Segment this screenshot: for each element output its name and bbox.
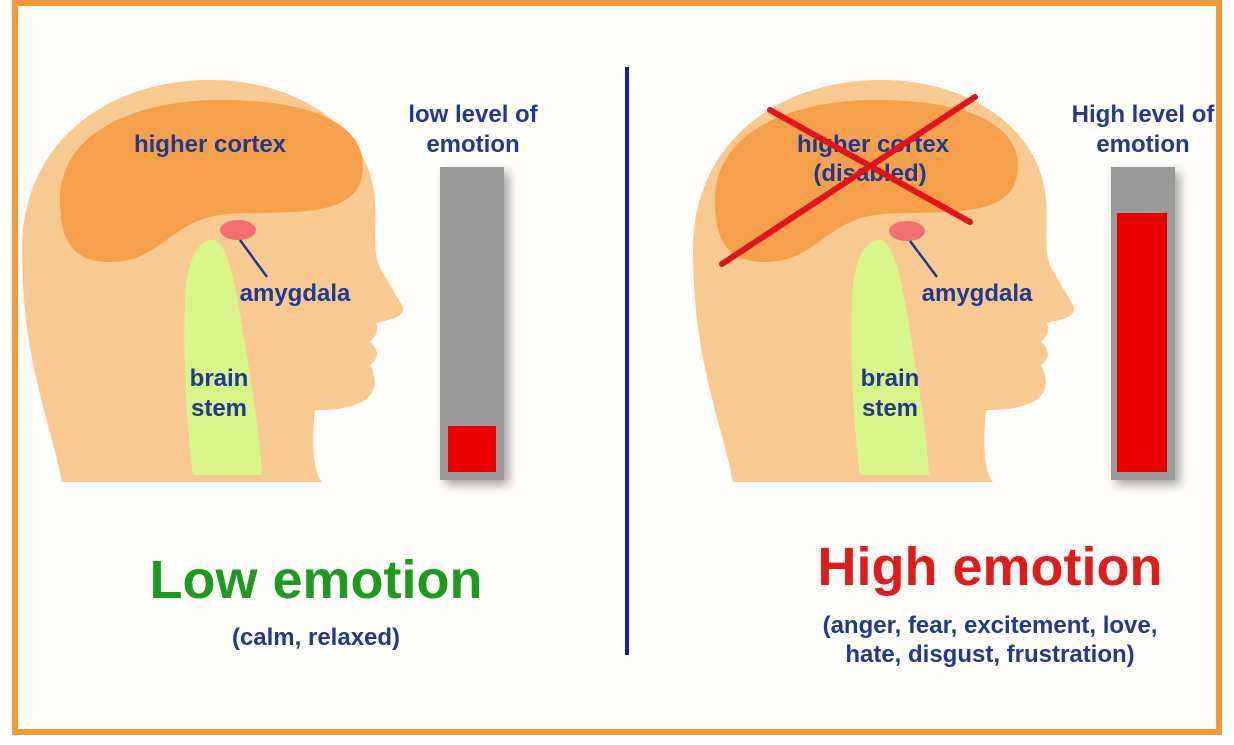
right-subheading-line2: hate, disgust, frustration): [845, 641, 1134, 668]
right-meter-title-line2: emotion: [1096, 131, 1189, 158]
right-meter-title-line1: High level of: [1072, 101, 1216, 128]
left-meter-title-line1: low level of: [408, 101, 538, 128]
right-subheading-line1: (anger, fear, excitement, love,: [823, 612, 1158, 639]
right-brain-stem-label-line2: stem: [862, 395, 918, 422]
left-emotion-meter-fill: [448, 426, 496, 472]
right-amygdala-label: amygdala: [922, 280, 1033, 307]
left-subheading: (calm, relaxed): [232, 624, 400, 651]
right-panel: higher cortex (disabled) amygdala brain …: [693, 80, 1215, 668]
left-brain-stem-label-line1: brain: [190, 365, 249, 392]
left-meter-title-line2: emotion: [426, 131, 519, 158]
right-brain-stem-label-line1: brain: [861, 365, 920, 392]
left-heading: Low emotion: [150, 550, 483, 610]
left-cortex-label: higher cortex: [134, 131, 287, 158]
left-amygdala-shape: [220, 220, 256, 240]
left-brain-stem-label-line2: stem: [191, 395, 247, 422]
left-amygdala-label: amygdala: [240, 280, 351, 307]
right-emotion-meter-fill: [1117, 213, 1167, 472]
right-heading: High emotion: [818, 537, 1163, 597]
left-panel: higher cortex amygdala brain stem low le…: [22, 80, 539, 651]
right-amygdala-shape: [889, 221, 925, 241]
